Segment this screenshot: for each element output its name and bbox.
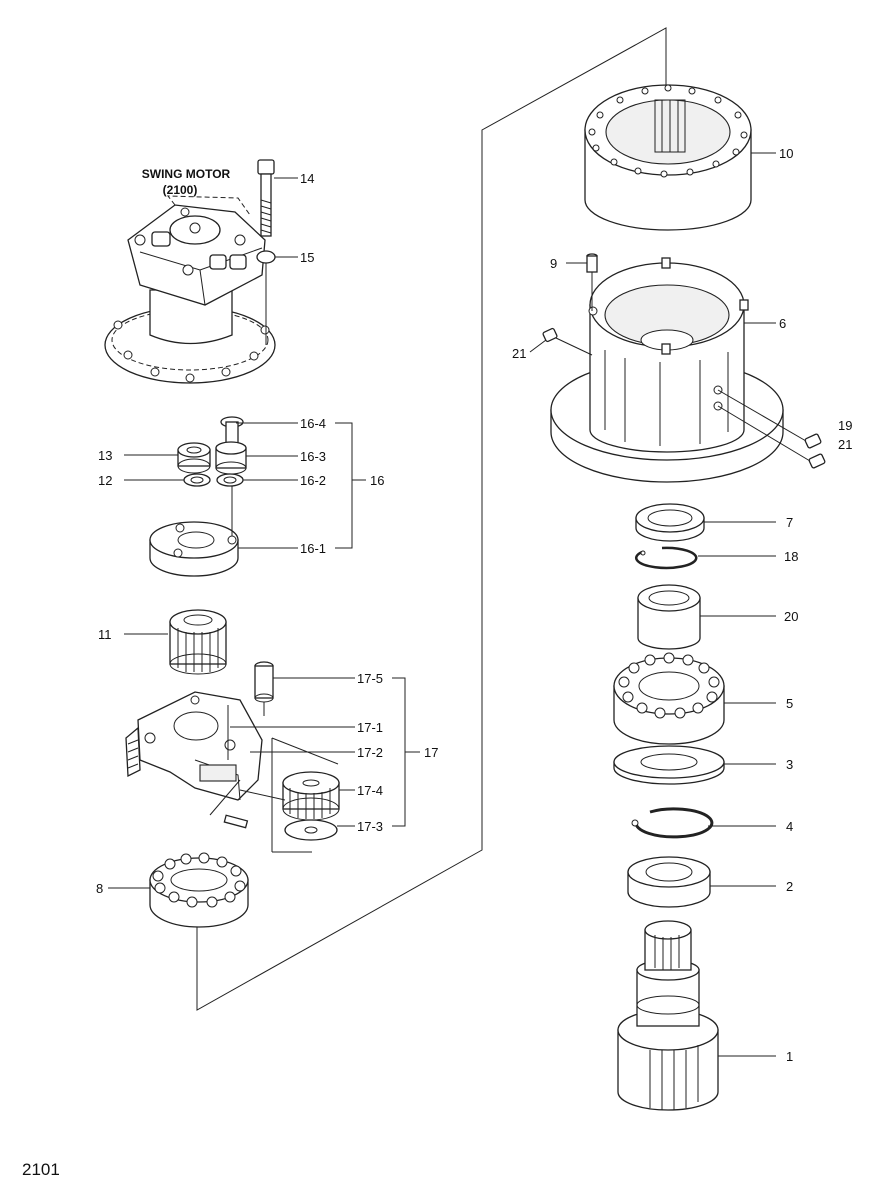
callout-16-3: 16-3 — [300, 449, 326, 464]
page-number: 2101 — [22, 1160, 60, 1179]
planet-gear-part-17-4 — [282, 771, 340, 821]
callout-16-4: 16-4 — [300, 416, 326, 431]
callout-17-5: 17-5 — [357, 671, 383, 686]
callout-11: 11 — [98, 627, 112, 642]
snap-ring-part-18 — [635, 546, 698, 570]
swing-motor-subtitle: (2100) — [163, 183, 198, 197]
exploded-guide-17 — [227, 705, 339, 853]
callout-6: 6 — [779, 316, 786, 331]
plug-part-21-right — [808, 453, 826, 469]
callout-13: 13 — [98, 448, 112, 463]
roller-bearing-part-5 — [613, 652, 725, 745]
callout-2: 2 — [786, 879, 793, 894]
swing-motor-illustration — [104, 195, 276, 384]
callout-14: 14 — [300, 171, 314, 186]
washer-part-15 — [256, 250, 276, 264]
callout-10: 10 — [779, 146, 793, 161]
planet-gear-part-16-3 — [215, 441, 247, 475]
callout-15: 15 — [300, 250, 314, 265]
callout-17-2: 17-2 — [357, 745, 383, 760]
swing-motor-title: SWING MOTOR — [142, 167, 231, 181]
callout-16-2: 16-2 — [300, 473, 326, 488]
callout-19: 19 — [838, 418, 852, 433]
thrust-washer-part-12 — [183, 473, 211, 487]
bearing-part-8 — [149, 852, 249, 928]
callout-20: 20 — [784, 609, 798, 624]
thrust-washer-part-16-2 — [216, 473, 244, 487]
gear-part-13 — [177, 442, 211, 474]
retaining-ring-part-4 — [631, 807, 714, 839]
carrier-part-17-1 — [137, 691, 263, 801]
callout-16: 16 — [370, 473, 384, 488]
callout-9: 9 — [550, 256, 557, 271]
spring-pin-part-17-2 — [209, 779, 249, 829]
pinion-shaft-part-1 — [617, 920, 719, 1111]
pin-part-17-5 — [254, 661, 274, 716]
plug-part-19 — [804, 433, 822, 449]
plate-part-3 — [613, 745, 725, 785]
bushing-part-20 — [637, 584, 701, 650]
callout-3: 3 — [786, 757, 793, 772]
callout-21-right: 21 — [838, 437, 852, 452]
callout-18: 18 — [784, 549, 798, 564]
callout-5: 5 — [786, 696, 793, 711]
thrust-plate-part-17-3 — [284, 819, 338, 841]
plug-part-21-left — [542, 327, 558, 343]
callout-17: 17 — [424, 745, 438, 760]
callout-17-3: 17-3 — [357, 819, 383, 834]
callout-12: 12 — [98, 473, 112, 488]
bolt-part-14 — [257, 159, 275, 237]
callout-8: 8 — [96, 881, 103, 896]
dowel-pin-part-9 — [586, 253, 598, 273]
housing-part-6 — [550, 257, 784, 483]
group-bracket-17 — [392, 677, 406, 827]
callout-16-1: 16-1 — [300, 541, 326, 556]
pinion-pin-part-16-4 — [220, 416, 244, 447]
assembly-flow-line — [196, 27, 667, 1011]
callout-1: 1 — [786, 1049, 793, 1064]
collar-part-7 — [635, 503, 705, 542]
carrier-gear-teeth — [125, 726, 141, 778]
bearing-race-part-2 — [627, 856, 711, 908]
group-bracket-16 — [335, 422, 353, 549]
sun-gear-part-11 — [169, 609, 227, 675]
callout-21-left: 21 — [512, 346, 526, 361]
callout-4: 4 — [786, 819, 793, 834]
callout-17-1: 17-1 — [357, 720, 383, 735]
carrier-plate-part-16-1 — [149, 521, 239, 577]
ring-gear-part-10 — [584, 84, 752, 231]
callout-7: 7 — [786, 515, 793, 530]
callout-17-4: 17-4 — [357, 783, 383, 798]
